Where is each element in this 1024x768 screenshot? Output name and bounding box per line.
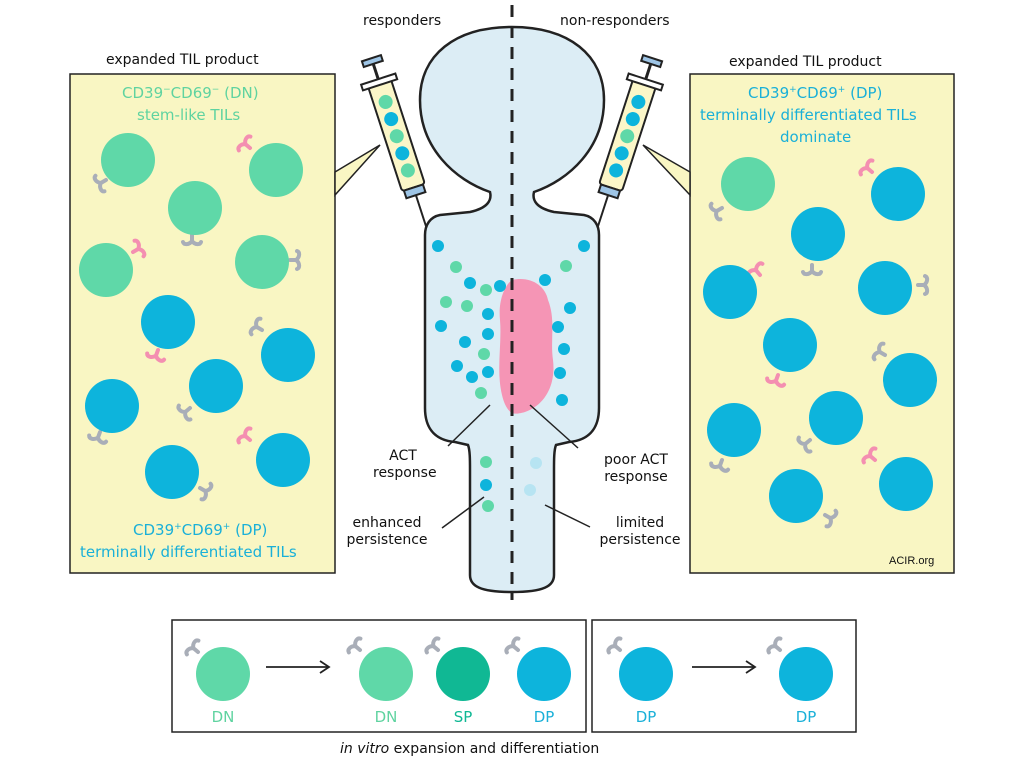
legend-label-dp: DP	[533, 708, 555, 726]
poor-act-response-label: poor ACT response	[591, 452, 681, 486]
legend-caption-rest: expansion and differentiation	[389, 741, 600, 757]
dn-cell	[721, 157, 775, 211]
left-panel-dp-desc: terminally differentiated TILs	[80, 543, 297, 561]
dp-cell	[141, 295, 195, 349]
act-response-label: ACT response	[373, 448, 437, 482]
right-panel-cells	[703, 157, 937, 530]
dn-cell	[168, 181, 222, 235]
poor-act-line1: poor ACT	[604, 452, 668, 468]
left-panel-cells	[79, 133, 315, 503]
left-syringe-icon	[359, 53, 428, 228]
dp-cell	[763, 318, 817, 372]
left-panel-dn-desc: stem-like TILs	[137, 106, 241, 124]
left-panel-dn-label: CD39−CD69− (DN)	[122, 84, 259, 102]
credit-text: ACIR.org	[889, 555, 935, 567]
left-panel-dp-label: CD39+CD69+ (DP)	[133, 521, 268, 539]
dp-cell	[189, 359, 243, 413]
legend-dp-cell	[779, 647, 833, 701]
right-panel-title: expanded TIL product	[729, 54, 882, 70]
legend-caption: in vitro expansion and differentiation	[340, 741, 599, 758]
left-callout	[334, 144, 381, 197]
dp-cell	[703, 265, 757, 319]
legend-label-dp: DP	[635, 708, 657, 726]
legend-cells	[183, 635, 833, 701]
legend-label-sp: SP	[453, 708, 473, 726]
enhanced-line1: enhanced	[352, 515, 422, 531]
act-response-line2: response	[373, 464, 437, 481]
dp-cell	[883, 353, 937, 407]
limited-persistence-label: limited persistence	[590, 515, 690, 549]
enhanced-line2: persistence	[346, 531, 428, 548]
body-cells-left	[432, 240, 506, 512]
right-panel-dominate: dominate	[780, 128, 852, 146]
body-cells-right	[524, 240, 590, 496]
dp-cell	[791, 207, 845, 261]
dp-cell	[858, 261, 912, 315]
dn-cell	[101, 133, 155, 187]
right-panel-dp-label: CD39+CD69+ (DP)	[748, 84, 883, 102]
legend-arrows	[266, 660, 757, 674]
dp-cell	[879, 457, 933, 511]
dn-cell	[79, 243, 133, 297]
legend-dp-cell	[517, 647, 571, 701]
left-panel-title: expanded TIL product	[106, 52, 259, 68]
dn-cell	[235, 235, 289, 289]
tumor	[499, 279, 554, 414]
dp-cell	[769, 469, 823, 523]
enhanced-persistence-label: enhanced persistence	[337, 515, 437, 549]
responders-label: responders	[363, 13, 442, 29]
dp-cell	[261, 328, 315, 382]
limited-line2: persistence	[599, 531, 681, 548]
right-syringe-icon	[596, 53, 665, 228]
poor-act-line2: response	[604, 468, 668, 485]
legend-label-dn: DN	[211, 708, 235, 726]
dp-cell	[809, 391, 863, 445]
legend-sp-cell	[436, 647, 490, 701]
right-panel-dp-desc: terminally differentiated TILs	[700, 106, 917, 124]
dp-cell	[85, 379, 139, 433]
legend-label-dp: DP	[795, 708, 817, 726]
dn-cell	[249, 143, 303, 197]
dp-cell	[707, 403, 761, 457]
dp-cell	[256, 433, 310, 487]
right-callout	[642, 144, 691, 197]
limited-line1: limited	[615, 515, 665, 531]
legend-label-dn: DN	[374, 708, 398, 726]
legend-dn-cell	[359, 647, 413, 701]
non-responders-label: non-responders	[560, 13, 670, 29]
legend-caption-italic: in vitro	[340, 741, 390, 757]
pointer-lines	[441, 404, 591, 529]
legend-dp-cell	[619, 647, 673, 701]
dp-cell	[145, 445, 199, 499]
dp-cell	[871, 167, 925, 221]
legend-dn-cell	[196, 647, 250, 701]
act-response-line1: ACT	[389, 448, 417, 464]
